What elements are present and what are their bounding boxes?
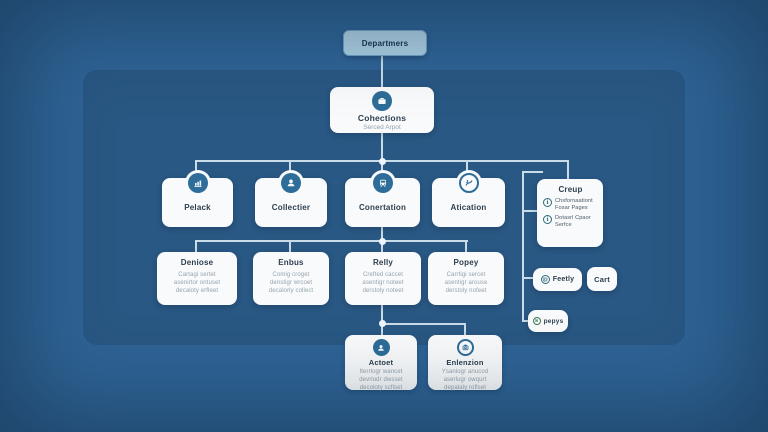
node-departments[interactable]: Departmers: [343, 30, 427, 56]
connector-line: [381, 54, 383, 87]
node-label: Departmers: [361, 38, 409, 48]
connector-line: [381, 323, 383, 336]
connector-line: [381, 160, 383, 179]
connector-line: [381, 305, 383, 325]
node-label: Feetly: [552, 276, 575, 283]
node-relly[interactable]: Relly Crefted caccet asentigr noteet der…: [345, 252, 421, 305]
node-popey[interactable]: Popey Carrtigi sercet asentigr arouse de…: [428, 252, 504, 305]
node-label: Cart: [594, 274, 610, 284]
connector-line: [465, 240, 467, 253]
connector-line: [381, 323, 466, 325]
node-label: Atication: [450, 203, 487, 212]
node-description: Iterrlogr wancet devrlodr dwsset decolot…: [359, 369, 403, 391]
node-deniose[interactable]: Deniose Cartagi sertet asenirtor ontuset…: [157, 252, 237, 305]
side-group-item[interactable]: i Chsfornaationt Fosar Pages: [543, 198, 598, 212]
node-title: Deniose: [180, 258, 214, 267]
s-circle-icon: s: [532, 317, 541, 325]
connector-line: [289, 240, 291, 253]
node-title: Cohections: [357, 113, 407, 123]
side-group-item[interactable]: i Dotasrl Cpaor Serfce: [543, 215, 598, 229]
group-title: Creup: [558, 185, 583, 194]
icon-ring: [278, 170, 304, 196]
connector-line: [195, 240, 197, 253]
person-icon: [372, 339, 390, 356]
node-label: Pelack: [184, 203, 211, 212]
connector-line: [381, 240, 383, 253]
connector-line: [381, 227, 383, 242]
connector-line: [567, 160, 569, 180]
chart-icon: [187, 173, 208, 193]
scales-icon: [458, 173, 479, 193]
connector-line: [196, 240, 468, 242]
node-description: Cartagi sertet asenirtor ontuset decalot…: [173, 272, 221, 294]
connector-line: [381, 132, 383, 162]
info-circle-icon: i: [543, 198, 552, 207]
person-icon: [281, 173, 301, 193]
node-label: pepys: [543, 317, 564, 325]
node-title: Enbus: [278, 258, 304, 267]
node-description: Crefted caccet asentigr noteet derstoly …: [362, 272, 404, 294]
node-label: Collectier: [271, 203, 311, 212]
connector-bracket-line: [522, 320, 529, 322]
node-description: Ysanlogr anucod aserlugr owqurt depalaly…: [441, 369, 489, 391]
connector-junction-dot: [379, 158, 386, 165]
node-enbus[interactable]: Enbus Comig croget denstigr wrcoet decal…: [253, 252, 329, 305]
node-collectier[interactable]: Collectier: [255, 170, 327, 227]
connector-junction-dot: [379, 238, 386, 245]
item-label: Chsfornaationt Fosar Pages: [555, 198, 593, 211]
node-description: Carrtigi sercet asentigr arouse derstoly…: [444, 272, 488, 294]
side-group-creup[interactable]: Creup i Chsfornaationt Fosar Pages i Dot…: [537, 179, 603, 247]
node-cohections[interactable]: Cohections Serced Arpot: [330, 87, 434, 133]
connector-line: [466, 160, 468, 179]
item-label: Dotasrl Cpaor Serfce: [555, 215, 591, 228]
connector-bracket-line: [522, 171, 543, 173]
node-label: Conertation: [358, 203, 407, 212]
connector-bracket-line: [522, 171, 524, 322]
node-conertation[interactable]: Conertation: [345, 170, 420, 227]
node-pelack[interactable]: Pelack: [162, 170, 233, 227]
connector-line: [464, 323, 466, 336]
connector-bracket-line: [522, 210, 538, 212]
connector-junction-dot: [379, 320, 386, 327]
camera-icon: [456, 339, 474, 356]
node-title: Enlenzion: [446, 358, 484, 367]
info-circle-icon: i: [543, 215, 552, 224]
icon-ring: [369, 170, 396, 196]
connector-line: [195, 160, 197, 179]
connector-bracket-line: [522, 277, 534, 279]
node-subtitle: Serced Arpot: [363, 124, 401, 131]
node-feetly[interactable]: @ Feetly: [533, 268, 582, 291]
node-title: Popey: [453, 258, 479, 267]
icon-ring: [455, 170, 482, 196]
bus-icon: [372, 173, 393, 193]
node-title: Actoet: [368, 358, 394, 367]
icon-ring: [184, 170, 211, 196]
node-title: Relly: [372, 258, 394, 267]
node-description: Comig croget denstigr wrcoet decalorly c…: [268, 272, 314, 294]
briefcase-icon: [372, 91, 392, 111]
at-circle-icon: @: [540, 275, 550, 284]
node-cart[interactable]: Cart: [587, 267, 617, 291]
node-pepys[interactable]: s pepys: [528, 310, 568, 332]
connector-line: [289, 160, 291, 179]
node-atication[interactable]: Atication: [432, 170, 505, 227]
node-actoet[interactable]: Actoet Iterrlogr wancet devrlodr dwsset …: [345, 335, 417, 391]
node-enlenzion[interactable]: Enlenzion Ysanlogr anucod aserlugr owqur…: [428, 335, 502, 391]
